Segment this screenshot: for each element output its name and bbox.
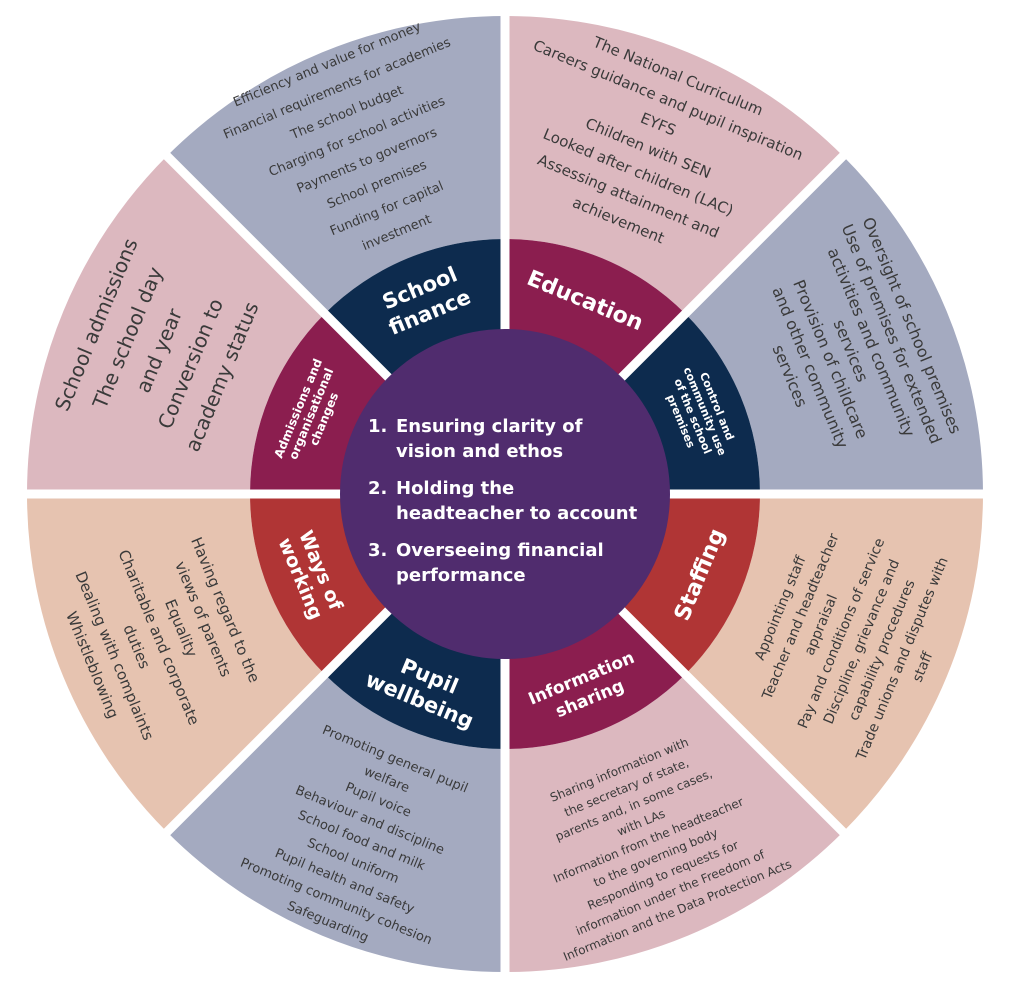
information-sharing-inner-sector	[505, 607, 686, 749]
sector-divider	[611, 600, 854, 843]
center-item-text: performance	[396, 565, 526, 586]
sector-divider	[156, 145, 399, 388]
center-duties-list: 1. Ensuring clarity of vision and ethos 2. H…	[368, 416, 638, 586]
admissions-organisational-inner-sector	[250, 313, 392, 494]
ways-of-working-inner-sector	[250, 494, 392, 675]
sector-divider	[611, 145, 854, 388]
sector-dividers	[17, 6, 993, 982]
staffing-inner-sector	[618, 494, 760, 675]
center-item-number: 3.	[368, 540, 387, 561]
center-circle	[340, 329, 670, 659]
center-item-text: Holding the	[396, 478, 514, 499]
education-inner-sector	[505, 239, 686, 381]
center-item-text: Ensuring clarity of	[396, 416, 583, 437]
center-item-text: vision and ethos	[396, 441, 563, 462]
school-finance-inner-sector	[324, 239, 505, 381]
center-item-text: Overseeing financial	[396, 540, 604, 561]
center-item-number: 2.	[368, 478, 387, 499]
pupil-wellbeing-inner-sector	[324, 607, 505, 749]
control-community-use-inner-sector	[618, 313, 760, 494]
inner-ring	[250, 239, 760, 749]
center-item-number: 1.	[368, 416, 387, 437]
center-item-text: headteacher to account	[396, 503, 638, 524]
school-finance-items: Efficiency and value for moneyFinancial …	[221, 19, 453, 254]
sector-divider	[156, 600, 399, 843]
